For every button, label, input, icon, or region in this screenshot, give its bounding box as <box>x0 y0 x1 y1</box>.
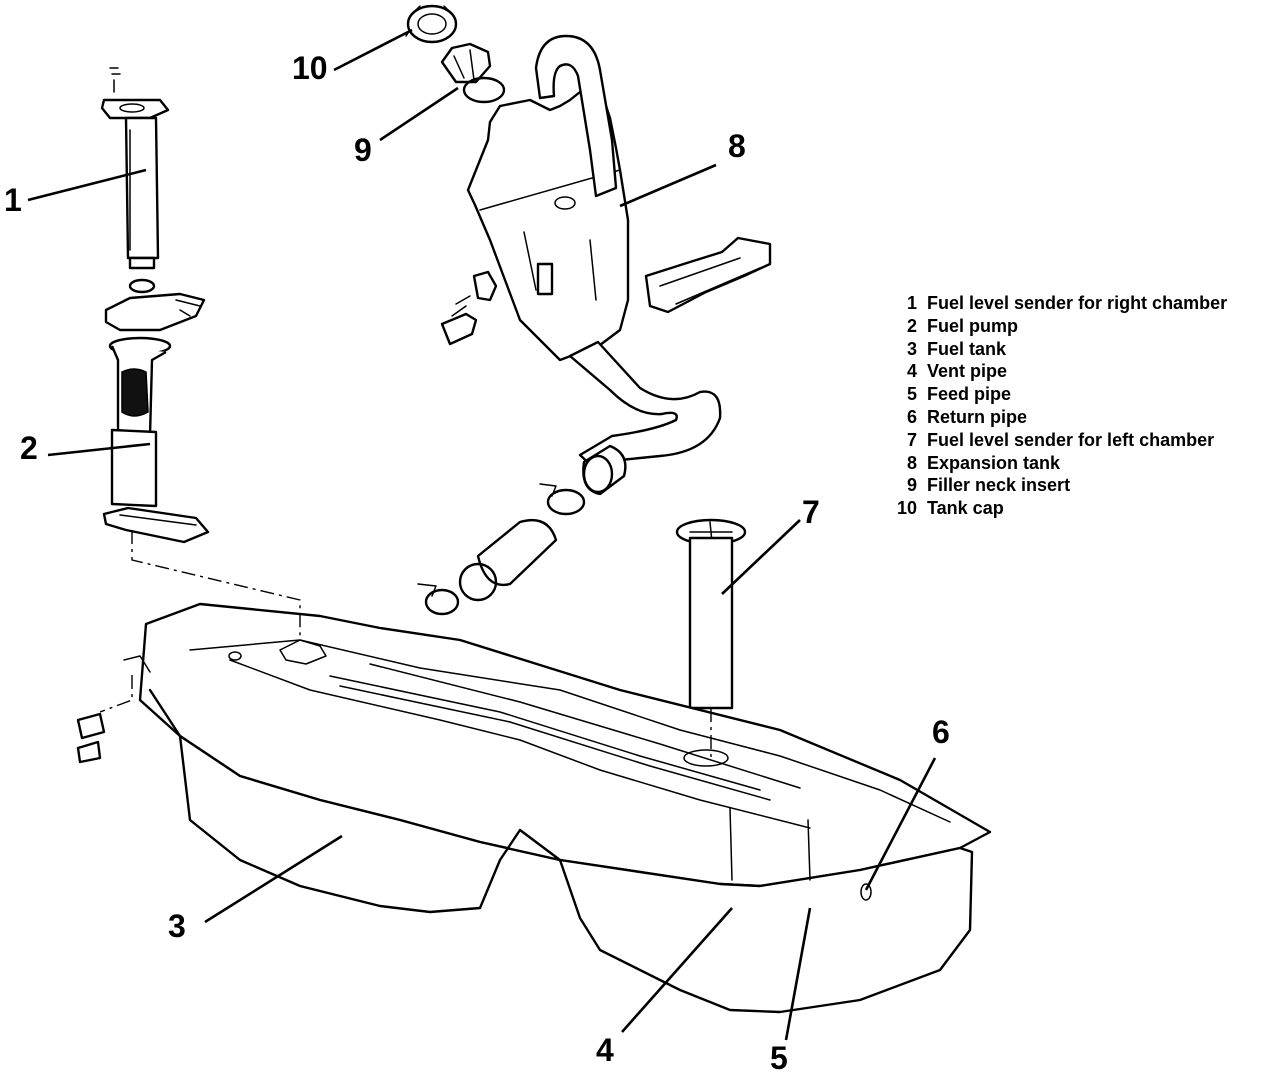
callout-8: 8 <box>728 128 746 164</box>
legend-label: Expansion tank <box>927 452 1061 473</box>
legend-number: 9 <box>906 475 917 496</box>
legend-item: 5 Feed pipe <box>893 383 1227 406</box>
legend-label: Fuel tank <box>927 338 1007 359</box>
legend-number: 8 <box>906 452 917 473</box>
callout-10: 10 <box>292 50 328 86</box>
legend-label: Fuel level sender for left chamber <box>927 429 1215 450</box>
legend-item: 1 Fuel level sender for right chamber <box>893 292 1227 315</box>
callout-9: 9 <box>354 132 372 168</box>
legend-label: Fuel pump <box>927 315 1018 336</box>
legend-item: 7 Fuel level sender for left chamber <box>893 429 1227 452</box>
part-1-right-sender-drawing <box>100 67 170 294</box>
alignment-lines <box>99 530 712 760</box>
legend-number: 7 <box>906 429 917 450</box>
part-3-fuel-tank-drawing <box>76 602 992 1014</box>
hose-and-clamps-drawing <box>417 444 627 616</box>
legend-item: 8 Expansion tank <box>893 452 1227 475</box>
callout-1: 1 <box>4 182 22 218</box>
legend-number: 10 <box>896 498 917 519</box>
legend-label: Tank cap <box>927 498 1004 519</box>
legend-number: 6 <box>906 406 917 427</box>
legend-item: 4 Vent pipe <box>893 360 1227 383</box>
callout-6: 6 <box>932 714 950 750</box>
legend-label: Fuel level sender for right chamber <box>927 293 1228 313</box>
part-8-expansion-tank-drawing <box>440 34 772 472</box>
part-2-fuel-pump-drawing <box>102 292 210 544</box>
legend-number: 3 <box>906 338 917 359</box>
legend-item: 10 Tank cap <box>893 497 1227 520</box>
callout-7: 7 <box>802 494 820 530</box>
callout-3: 3 <box>168 908 186 944</box>
legend-item: 6 Return pipe <box>893 406 1227 429</box>
leader-lines <box>27 28 937 1041</box>
legend-number: 1 <box>906 293 917 313</box>
legend-number: 5 <box>906 384 917 405</box>
legend-label: Vent pipe <box>927 361 1008 382</box>
legend-item: 3 Fuel tank <box>893 338 1227 361</box>
legend-item: 9 Filler neck insert <box>893 474 1227 497</box>
part-7-left-sender-drawing <box>675 518 747 710</box>
legend-label: Feed pipe <box>927 384 1012 405</box>
legend-label: Return pipe <box>927 406 1028 427</box>
callout-4: 4 <box>596 1032 614 1068</box>
legend-item: 2 Fuel pump <box>893 315 1227 338</box>
callout-2: 2 <box>20 430 38 466</box>
legend-label: Filler neck insert <box>927 475 1071 496</box>
part-9-filler-neck-insert-drawing <box>440 42 506 104</box>
callout-5: 5 <box>770 1040 788 1076</box>
part-10-tank-cap-drawing <box>405 4 458 44</box>
legend-number: 4 <box>906 361 917 382</box>
legend-number: 2 <box>906 315 917 336</box>
